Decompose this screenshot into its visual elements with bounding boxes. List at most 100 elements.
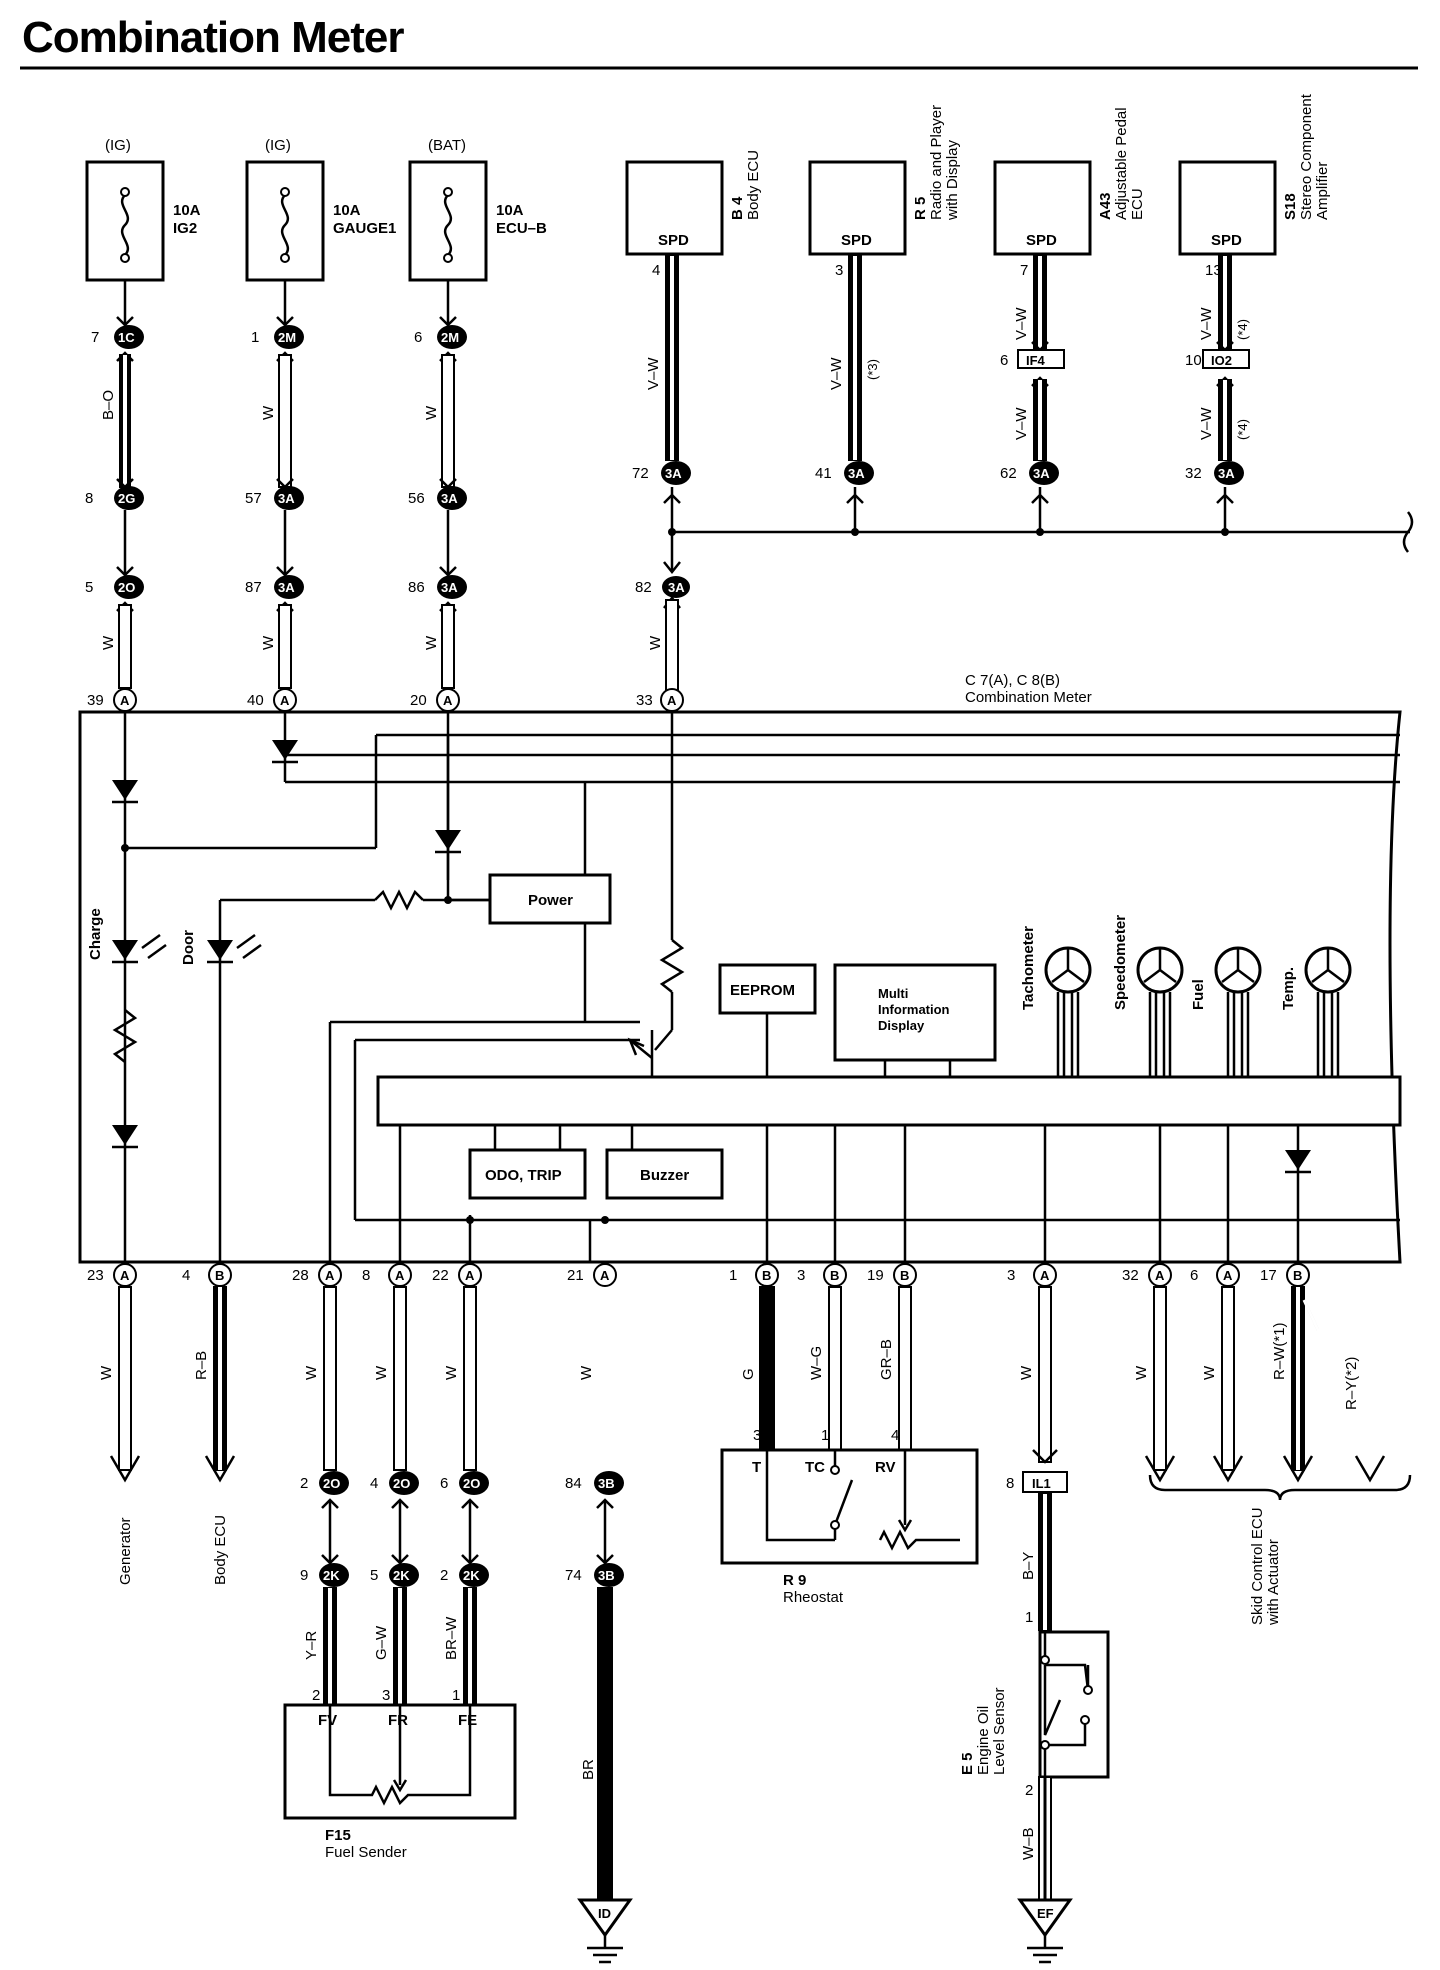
spd-label-1: SPD <box>841 232 872 249</box>
fuse-meter-0-conn: A <box>120 693 130 708</box>
fuse-rating-0: 10A <box>173 202 201 219</box>
bottom-7-conn: B <box>830 1268 839 1283</box>
fuse-wire2-0 <box>118 604 132 689</box>
fuse-wire2-label-2: W <box>423 635 440 650</box>
fuel-j2-1-pin: 5 <box>370 1567 378 1584</box>
power-circuit: Power <box>435 712 612 925</box>
gauge-2: Fuel <box>1190 946 1262 1077</box>
gauge-label-0: Tachometer <box>1020 926 1037 1010</box>
fuel-j1-1-pin: 4 <box>370 1475 378 1492</box>
bus-break-mark <box>1402 511 1414 553</box>
rheo-wire-2 <box>898 1286 912 1451</box>
fuse-meter-2-conn: A <box>443 693 453 708</box>
fuel-wire-label-1: G–W <box>373 1625 390 1660</box>
fuse-wire-label-0: B–O <box>100 390 117 420</box>
fuel-code: F15 <box>325 1827 351 1844</box>
gauge-label-3: Temp. <box>1280 967 1297 1010</box>
dest-generator: Generator <box>117 1517 134 1585</box>
fuse-j1-1-conn: 3A <box>278 491 295 506</box>
bottom-3-pin: 8 <box>362 1267 370 1284</box>
fuse-j2-1-oval <box>274 575 304 599</box>
fuse-name-0: IG2 <box>173 220 197 237</box>
bottom-pin-3: A8W <box>362 1263 412 1380</box>
fuel-name: Fuel Sender <box>325 1844 407 1861</box>
arrow-down-icon <box>109 1455 141 1483</box>
spd-mid-pin-3: 10 <box>1185 352 1202 369</box>
rheo-pin-1: 1 <box>821 1427 829 1444</box>
bottom-wire-label-12: R–W(*1) <box>1271 1322 1288 1380</box>
bottom-wire-0 <box>118 1286 132 1471</box>
fuel-j1-1-oval <box>389 1471 419 1495</box>
fuel-j2-0-pin: 9 <box>300 1567 308 1584</box>
spd-j-3-oval <box>1214 461 1244 485</box>
fuse-wire2-2 <box>441 604 455 689</box>
spd-mid-pin-2: 6 <box>1000 352 1008 369</box>
spd-j-0-pin: 72 <box>632 465 649 482</box>
fuel-j1-1-conn: 2O <box>393 1476 410 1491</box>
chevron-down-icon <box>439 316 457 327</box>
arrow-down-icon <box>1144 1455 1176 1483</box>
spd-label-2: SPD <box>1026 232 1057 249</box>
spd-mid-conn-2: IF4 <box>1026 353 1046 368</box>
bottom-9-pin: 3 <box>1007 1267 1015 1284</box>
mid-label-3: Display <box>878 1018 925 1033</box>
bottom-4-conn: A <box>465 1268 475 1283</box>
fuel-term-2: FE <box>458 1712 477 1729</box>
bottom-12-pin: 17 <box>1260 1267 1277 1284</box>
fuse-wire-2 <box>441 354 455 488</box>
spd-note-3: (*4) <box>1235 319 1250 340</box>
rheo-term-1: TC <box>805 1459 825 1476</box>
chevron-down-icon <box>276 316 294 327</box>
fuse-j2-2-oval <box>437 575 467 599</box>
fuel-j1-0-pin: 2 <box>300 1475 308 1492</box>
door-lamp-circuit: Door <box>180 889 490 1262</box>
fuel-wire-label-0: Y–R <box>303 1631 320 1660</box>
fuel-j1-0-oval <box>319 1471 349 1495</box>
fuse-rating-2: 10A <box>496 202 524 219</box>
bottom-4-pin: 22 <box>432 1267 449 1284</box>
fuse-wire2-label-1: W <box>260 635 277 650</box>
spd-pin-1: 3 <box>835 262 843 279</box>
fuse-meter-1-pin: 40 <box>247 692 264 709</box>
spd-name1-3: Stereo Component <box>1298 93 1315 220</box>
fuel-j2-0-conn: 2K <box>323 1568 340 1583</box>
spd-name2-2: ECU <box>1129 188 1146 220</box>
spd-label-3: SPD <box>1211 232 1242 249</box>
rheo-wire-1 <box>828 1286 842 1451</box>
mid-label-2: Information <box>878 1002 950 1017</box>
skid-brace <box>1148 1474 1412 1501</box>
fuel-wire-label-2: BR–W <box>443 1616 460 1660</box>
bottom-wire-label-0: W <box>98 1365 115 1380</box>
spd-j-0-conn: 3A <box>665 466 682 481</box>
bottom-2-conn: A <box>325 1268 335 1283</box>
bottom-wire-label-9: W <box>1018 1365 1035 1380</box>
fuse-j2-1-pin: 87 <box>245 579 262 596</box>
bottom-5-circle <box>593 1263 617 1287</box>
chevron-down-icon <box>116 316 134 327</box>
bottom-wire-10 <box>1153 1286 1167 1471</box>
oil-ground-label: EF <box>1037 1906 1054 1921</box>
rheo-name: Rheostat <box>783 1589 844 1606</box>
spd-join-connector: 3A 82 W A 33 <box>635 532 690 712</box>
fuse-c1-2-pin: 6 <box>414 329 422 346</box>
fuel-j1-2-oval <box>459 1471 489 1495</box>
rheo-term-0: T <box>752 1459 761 1476</box>
ground-icon <box>577 1898 633 1938</box>
fuel-wire-top-0 <box>323 1286 337 1471</box>
fuse-icon <box>280 194 290 256</box>
bottom-wire-label-8: GR–B <box>878 1339 895 1380</box>
spd-pin-0: 4 <box>652 262 660 279</box>
buzzer-block: Buzzer <box>605 1125 724 1200</box>
spd-note-1: (*3) <box>865 359 880 380</box>
ground-icon <box>1017 1898 1073 1938</box>
rheo-wire-0 <box>759 1286 775 1451</box>
fuse-j1-1-oval <box>274 486 304 510</box>
bottom-pin-1: B4R–B <box>182 1263 236 1483</box>
oil-name2: Level Sensor <box>991 1687 1008 1775</box>
